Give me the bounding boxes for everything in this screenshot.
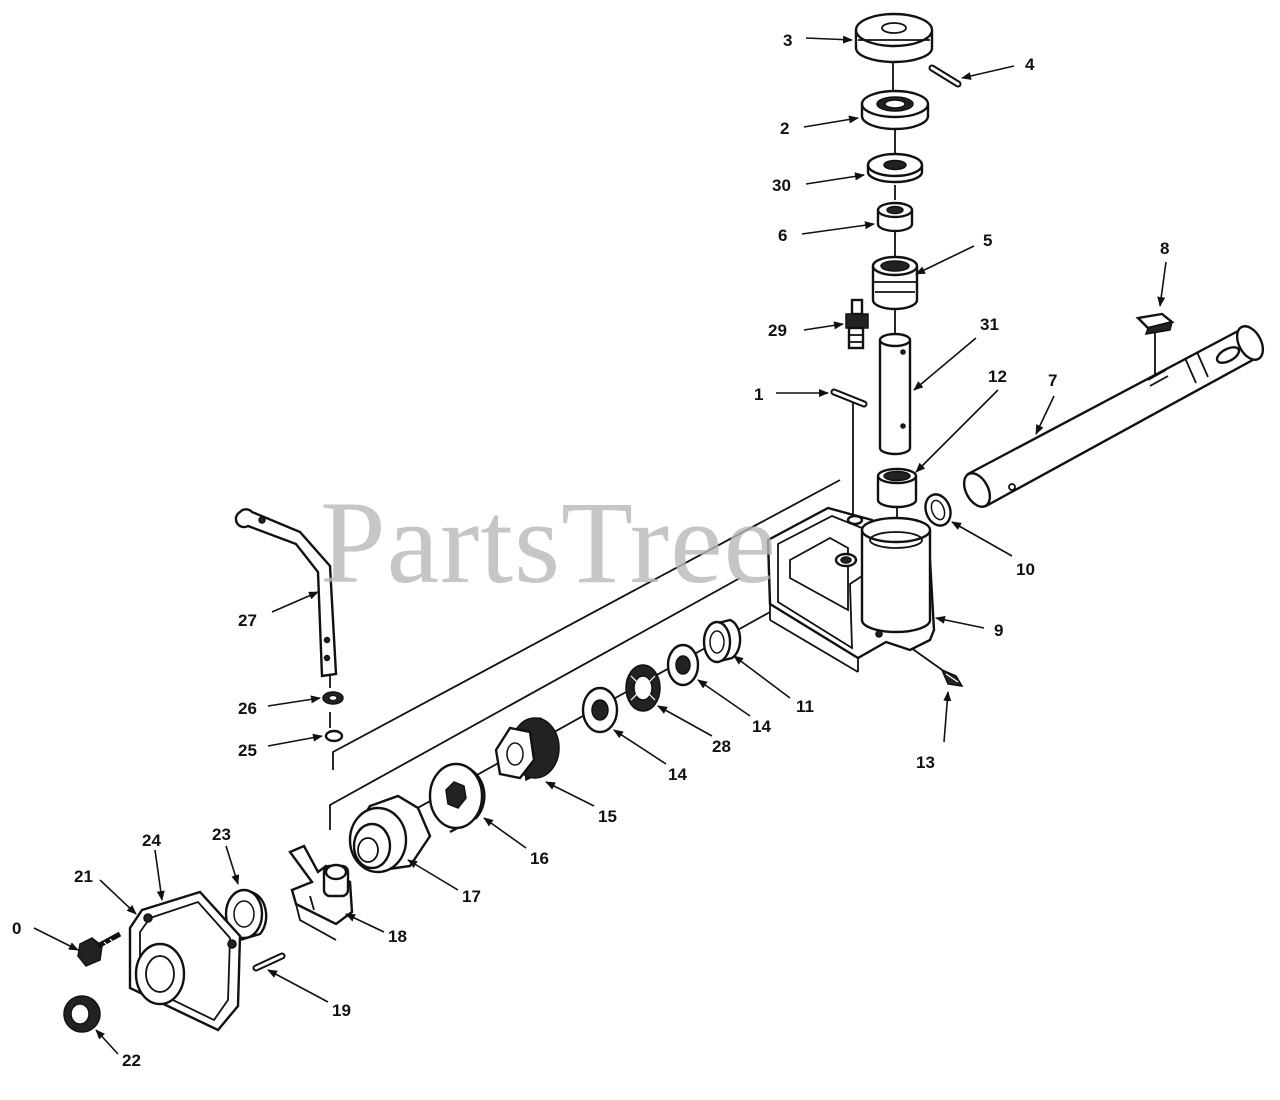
part-14-washer-upper xyxy=(666,643,700,687)
part-2-bearing xyxy=(860,89,930,131)
callout-28: 28 xyxy=(712,737,731,756)
callout-29: 29 xyxy=(768,321,787,340)
part-28-thrust-bearing xyxy=(625,664,661,712)
part-26-e-clip xyxy=(322,691,344,705)
callout-10: 10 xyxy=(1016,560,1035,579)
part-12-needle-bearing xyxy=(876,467,918,509)
callout-13: 13 xyxy=(916,753,935,772)
callout-2: 2 xyxy=(780,119,789,138)
callout-25: 25 xyxy=(238,741,257,760)
callout-18: 18 xyxy=(388,927,407,946)
callout-31: 31 xyxy=(980,315,999,334)
callout-4: 4 xyxy=(1025,55,1035,74)
callout-5: 5 xyxy=(983,231,992,250)
callout-30: 30 xyxy=(772,176,791,195)
part-31-shaft xyxy=(878,332,912,456)
callout-15: 15 xyxy=(598,807,617,826)
part-23-bushing xyxy=(224,888,268,942)
part-24-cover xyxy=(128,890,242,1032)
part-3-pulley xyxy=(854,12,934,64)
callout-19: 19 xyxy=(332,1001,351,1020)
part-9-gear-housing xyxy=(766,506,936,673)
part-10-retaining-ring xyxy=(924,493,952,527)
part-8-key xyxy=(1135,312,1175,335)
callout-21: 21 xyxy=(74,867,93,886)
part-6-bushing xyxy=(876,201,914,233)
callout-23: 23 xyxy=(212,825,231,844)
part-15-gear xyxy=(494,717,560,782)
part-1-roll-pin xyxy=(830,388,868,408)
callout-22: 22 xyxy=(122,1051,141,1070)
part-13-set-screw xyxy=(940,668,964,687)
part-27-shift-rod xyxy=(234,508,338,678)
callout-11: 11 xyxy=(796,697,814,716)
callout-6: 6 xyxy=(778,226,787,245)
callout-8: 8 xyxy=(1160,239,1169,258)
callout-12: 12 xyxy=(988,367,1007,386)
callout-7: 7 xyxy=(1048,371,1057,390)
callout-14-lower: 14 xyxy=(668,765,687,784)
callout-16: 16 xyxy=(530,849,549,868)
part-5-housing-insert xyxy=(871,255,919,311)
callout-26: 26 xyxy=(238,699,257,718)
part-30-washer xyxy=(866,152,924,184)
part-19-roll-pin xyxy=(252,952,286,972)
part-22-seal xyxy=(63,995,101,1033)
part-11-bushing xyxy=(702,618,742,664)
callout-1: 1 xyxy=(754,385,763,404)
callout-17: 17 xyxy=(462,887,481,906)
part-7-tube-shaft xyxy=(962,325,1265,508)
callout-3: 3 xyxy=(783,31,792,50)
callout-0: 0 xyxy=(12,919,21,938)
part-14-washer-lower xyxy=(581,686,619,734)
callout-leaders xyxy=(33,35,1167,1055)
callout-27: 27 xyxy=(238,611,257,630)
part-16-hex-coupler xyxy=(428,762,486,834)
part-4-pin xyxy=(928,64,962,88)
part-18-shift-fork xyxy=(288,844,354,941)
part-29-grease-fitting xyxy=(845,298,869,350)
callout-9: 9 xyxy=(994,621,1003,640)
part-25-washer xyxy=(324,729,344,743)
part-0-bolt xyxy=(77,931,122,967)
callout-labels: 3 4 2 30 6 5 8 29 31 1 12 7 10 27 9 11 2… xyxy=(12,31,1169,1070)
part-17-clutch-cone xyxy=(348,794,432,874)
callout-14-upper: 14 xyxy=(752,717,771,736)
callout-24: 24 xyxy=(142,831,161,850)
